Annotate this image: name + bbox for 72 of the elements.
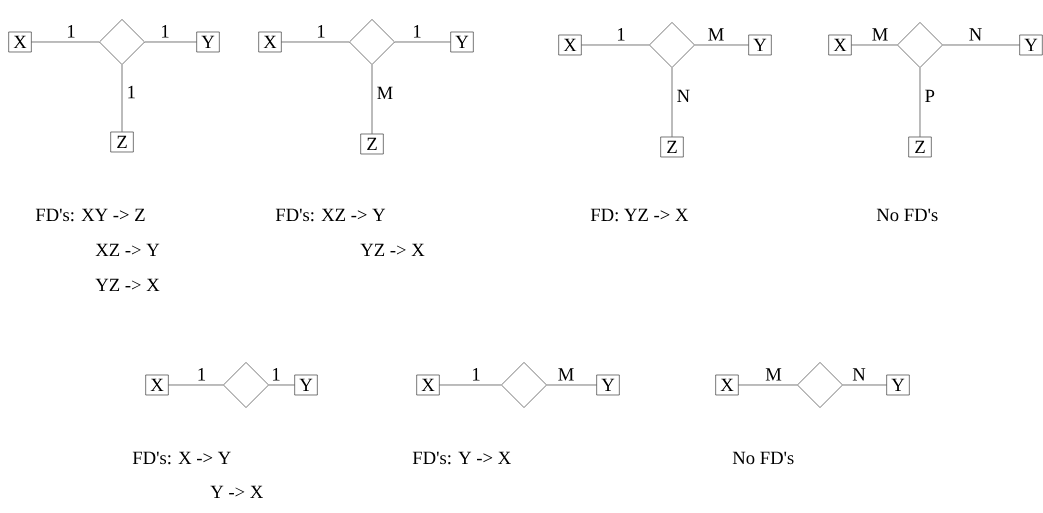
cardinality-label: N: [969, 28, 982, 41]
cardinality-label: 1: [472, 368, 480, 381]
cardinality-label: M: [708, 28, 724, 41]
cardinality-label: N: [852, 368, 866, 381]
connector-line: [268, 384, 295, 386]
dependency-text: FD's: XZ -> Y: [275, 208, 386, 222]
connector-line: [168, 384, 224, 386]
entity-box: X: [558, 34, 582, 56]
entity-box: Y: [294, 374, 318, 396]
relationship-diamond: [649, 22, 695, 68]
dependency-text: FD's: X -> Y: [132, 451, 231, 465]
dependency-text: FD's: XY -> Z: [35, 208, 145, 222]
entity-box: Y: [1019, 34, 1043, 56]
cardinality-label: 1: [317, 25, 325, 38]
connector-line: [942, 44, 1020, 46]
connector-line: [281, 41, 350, 43]
entity-box: Y: [196, 31, 220, 53]
relationship-diamond: [501, 362, 547, 408]
relationship-diamond: [349, 19, 395, 65]
cardinality-label: N: [677, 89, 690, 103]
entity-box: X: [715, 374, 739, 396]
cardinality-label: M: [558, 368, 574, 381]
connector-line: [31, 41, 100, 43]
cardinality-label: 1: [128, 85, 135, 99]
cardinality-label: 1: [617, 28, 625, 41]
cardinality-label: 1: [161, 25, 169, 38]
dependency-text: No FD's: [876, 208, 938, 222]
entity-box: X: [8, 31, 32, 53]
connector-line: [121, 64, 123, 132]
connector-line: [546, 384, 597, 386]
entity-box: Y: [450, 31, 474, 53]
relationship-diamond: [797, 362, 843, 408]
cardinality-label: 1: [413, 25, 421, 38]
entity-box: Z: [110, 131, 134, 153]
dependency-text: Y -> X: [210, 485, 263, 499]
relationship-diamond: [223, 362, 269, 408]
cardinality-label: P: [925, 89, 935, 103]
entity-box: Z: [360, 133, 384, 155]
entity-box: Z: [908, 136, 932, 158]
connector-line: [581, 44, 650, 46]
connector-line: [671, 67, 673, 137]
relationship-diamond: [897, 22, 943, 68]
dependency-text: No FD's: [732, 451, 794, 465]
entity-box: Y: [596, 374, 620, 396]
connector-line: [919, 67, 921, 137]
dependency-text: YZ -> X: [95, 278, 160, 292]
cardinality-label: M: [765, 368, 782, 381]
cardinality-label: 1: [198, 368, 206, 381]
connector-line: [394, 41, 451, 43]
relationship-diamond: [99, 19, 145, 65]
connector-line: [842, 384, 887, 386]
connector-line: [371, 64, 373, 134]
entity-box: X: [258, 31, 282, 53]
entity-box: X: [145, 374, 169, 396]
dependency-text: FD: YZ -> X: [590, 208, 689, 222]
dependency-text: XZ -> Y: [95, 243, 160, 257]
entity-box: Y: [748, 34, 772, 56]
connector-line: [851, 44, 898, 46]
entity-box: X: [416, 374, 440, 396]
cardinality-label: M: [872, 28, 888, 41]
dependency-text: YZ -> X: [360, 243, 425, 257]
connector-line: [144, 41, 197, 43]
connector-line: [694, 44, 749, 46]
cardinality-label: 1: [272, 368, 280, 381]
connector-line: [439, 384, 502, 386]
entity-box: X: [828, 34, 852, 56]
connector-line: [738, 384, 798, 386]
cardinality-label: 1: [67, 25, 75, 38]
entity-box: Z: [660, 136, 684, 158]
entity-box: Y: [886, 374, 910, 396]
cardinality-label: M: [377, 86, 393, 100]
dependency-text: FD's: Y -> X: [412, 451, 511, 465]
